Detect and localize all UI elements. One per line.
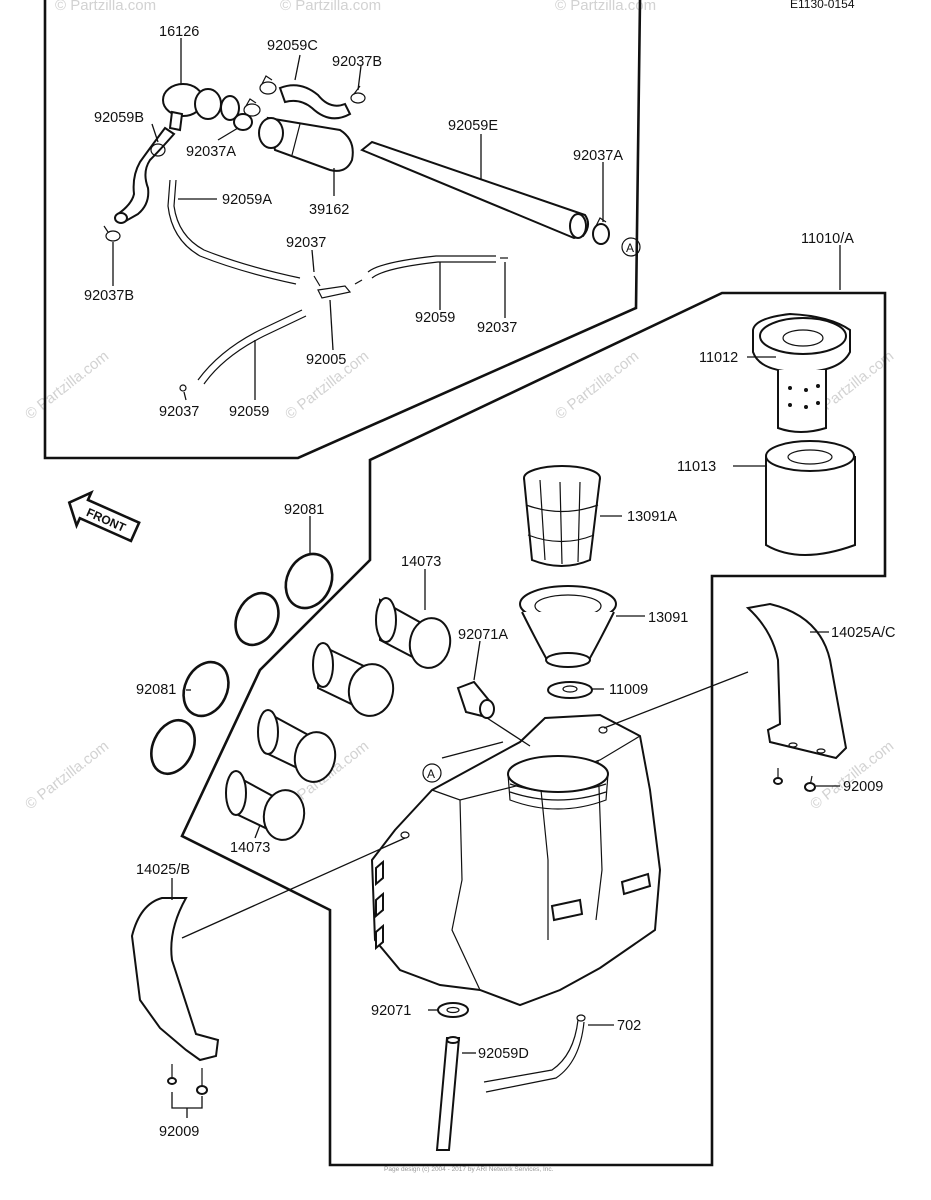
o-rings-92081	[150, 552, 334, 776]
clamp-92037A-right	[592, 217, 610, 245]
part-label: 92037A	[573, 148, 623, 164]
part-label: 11010/A	[801, 231, 854, 247]
leader-lines	[112, 38, 841, 1118]
front-arrow: FRONT	[67, 490, 141, 543]
strainer-13091A	[523, 465, 601, 567]
watermark-text: © Partzilla.com	[22, 348, 112, 424]
part-label: 92059D	[478, 1046, 529, 1062]
part-label: 14025A/C	[831, 625, 896, 641]
part-label: 14073	[401, 554, 441, 570]
part-label: 702	[617, 1018, 641, 1034]
bracket-14025B	[130, 897, 220, 1062]
bracket-14025AC	[745, 602, 848, 760]
part-label: 13091	[648, 610, 688, 626]
diagram-code: E1130-0154	[790, 0, 855, 11]
part-labels: 16126 92059C 92037B 92059B 92037A 92059E…	[84, 24, 896, 1140]
cap-11012	[752, 312, 851, 433]
part-label: 92059B	[94, 110, 144, 126]
fuel-tank	[370, 713, 662, 1007]
part-label: 92037A	[186, 144, 236, 160]
part-label: 92059A	[222, 192, 272, 208]
watermark-text: © Partzilla.com	[22, 738, 112, 814]
washer-11009	[547, 681, 593, 699]
hose-702	[483, 1014, 586, 1093]
part-label: 92037B	[332, 54, 382, 70]
filter-11013	[765, 440, 856, 556]
part-label: 13091A	[627, 509, 677, 525]
fitting-16126	[162, 83, 240, 132]
part-label: 92071A	[458, 627, 508, 643]
part-label: 92059	[415, 310, 455, 326]
part-label: 14073	[230, 840, 270, 856]
small-hose-set	[179, 255, 508, 392]
part-label: 92059E	[448, 118, 498, 134]
lower-group-border	[180, 291, 887, 1167]
watermark-text: © Partzilla.com	[55, 0, 156, 14]
air-duct-39162	[258, 116, 354, 172]
part-label: 14025/B	[136, 862, 190, 878]
clamp-92059B	[150, 143, 166, 157]
part-label: 92037	[159, 404, 199, 420]
reference-a-lower: A	[422, 763, 442, 783]
grommet-92071A	[456, 680, 495, 719]
part-label: 92037	[477, 320, 517, 336]
watermark-text: © Partzilla.com	[555, 0, 656, 14]
part-label: 92005	[306, 352, 346, 368]
watermark-text: © Partzilla.com	[552, 348, 642, 424]
clamp-92037A-left	[233, 113, 253, 131]
bolts-92009	[167, 768, 816, 1095]
intake-duct-set-14073	[225, 597, 452, 841]
hose-92059E	[360, 140, 589, 240]
funnel-13091	[519, 585, 617, 668]
part-label: 92081	[284, 502, 324, 518]
clamp-92037B-left	[103, 225, 121, 242]
grommet-92071	[437, 1002, 469, 1018]
hose-92059A	[167, 179, 301, 285]
part-label: 92009	[159, 1124, 199, 1140]
part-label: 39162	[309, 202, 349, 218]
part-label: 11009	[609, 682, 648, 698]
part-label: 92059	[229, 404, 269, 420]
part-label: 11012	[699, 350, 738, 366]
copyright-text: Page design (c) 2004 - 2017 by ARI Netwo…	[384, 1166, 554, 1173]
part-label: 92037B	[84, 288, 134, 304]
ref-a-label: A	[427, 767, 435, 781]
part-label: 92071	[371, 1003, 411, 1019]
part-label: 92081	[136, 682, 176, 698]
part-label: 92037	[286, 235, 326, 251]
upper-group-border	[43, 0, 642, 460]
hose-92059B	[114, 126, 176, 224]
watermark-text: © Partzilla.com	[280, 0, 381, 14]
hose-92059D	[435, 1036, 461, 1151]
part-label: 11013	[677, 459, 716, 475]
part-label: 92009	[843, 779, 883, 795]
part-label: 16126	[159, 24, 199, 40]
reference-a-upper: A	[621, 237, 641, 257]
part-label: 92059C	[267, 38, 318, 54]
clamp-pair-upper	[243, 75, 277, 117]
clamp-92037B-top	[350, 85, 366, 104]
hose-92059C	[278, 84, 352, 120]
ref-a-label: A	[626, 241, 634, 255]
